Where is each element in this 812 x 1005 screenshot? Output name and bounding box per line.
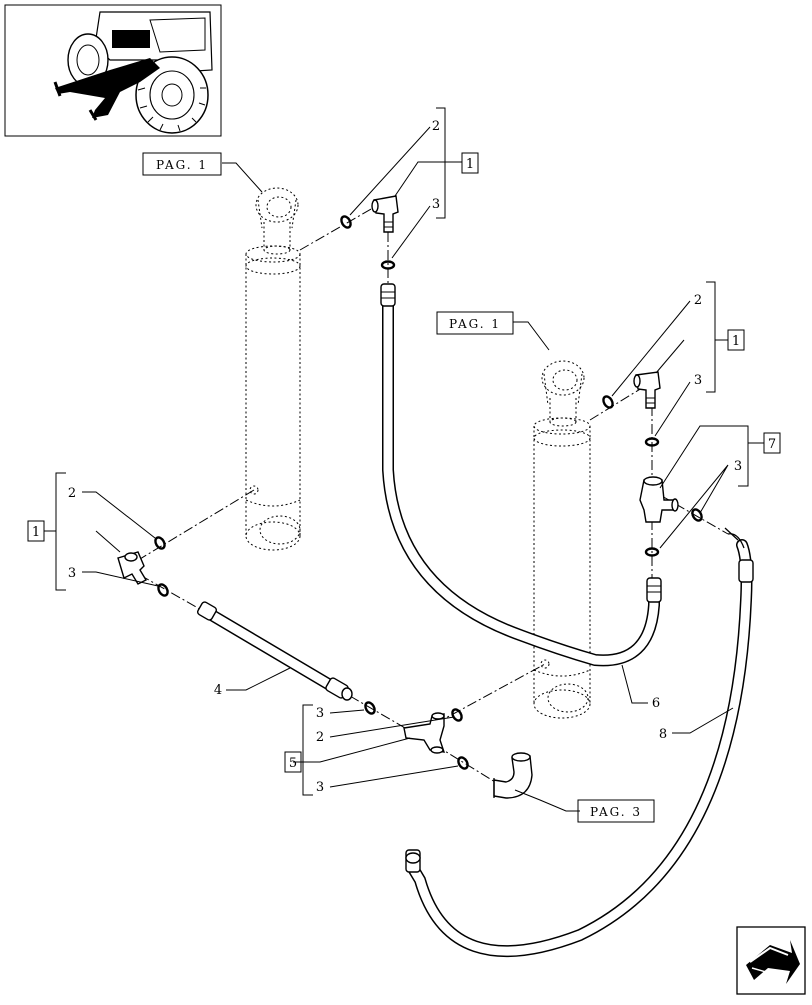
hose-8 [405,527,754,958]
label-3-right: 3 [694,373,702,388]
elbow-hose-end [493,752,533,799]
hose-6 [380,283,662,667]
elbow-fitting-1-top [371,195,399,233]
o-rings [154,215,703,770]
pag-box-bottom[interactable]: PAG. 3 [577,799,655,823]
ref-box-5: 5 [284,751,302,773]
label-2-left: 2 [68,486,76,501]
label-3-right-b: 3 [734,459,742,474]
tee-fitting-7 [639,476,679,523]
label-3-bottom-b: 3 [316,780,324,795]
svg-text:5: 5 [289,756,297,771]
svg-text:PAG. 1: PAG. 1 [156,158,208,172]
next-page-arrow-icon[interactable] [736,926,806,995]
label-6: 6 [652,696,660,711]
hose-4 [196,601,353,701]
pag-box-top-left[interactable]: PAG. 1 [142,152,222,176]
pag-box-mid-right[interactable]: PAG. 1 [436,311,514,335]
assembly-centerlines [134,204,729,786]
ref-box-7: 7 [763,432,781,454]
label-3-top: 3 [432,197,440,212]
elbow-fitting-1-right [633,371,661,409]
tee-fitting-5 [403,712,446,754]
label-8: 8 [659,727,667,742]
svg-text:7: 7 [768,437,776,452]
ref-box-1-left: 1 [27,520,45,542]
left-lift-cylinder [245,187,301,551]
ref-box-1-top: 1 [461,152,479,174]
elbow-fitting-1-left [117,551,147,585]
right-lift-cylinder [533,360,591,719]
ref-box-1-right: 1 [727,329,745,351]
part-number-labels: 2 3 2 3 3 2 3 3 2 3 4 6 8 [68,119,742,795]
tractor-thumbnail-icon [4,4,222,137]
svg-text:1: 1 [732,334,740,349]
leader-lines [44,107,764,812]
svg-text:1: 1 [32,525,40,540]
label-3-left: 3 [68,566,76,581]
label-3-bottom-a: 3 [316,706,324,721]
label-2-top: 2 [432,119,440,134]
label-2-bottom: 2 [316,730,324,745]
svg-text:1: 1 [466,157,474,172]
svg-text:PAG. 1: PAG. 1 [449,317,501,331]
svg-text:PAG. 3: PAG. 3 [590,805,642,819]
label-2-right: 2 [694,293,702,308]
label-4: 4 [214,683,222,698]
